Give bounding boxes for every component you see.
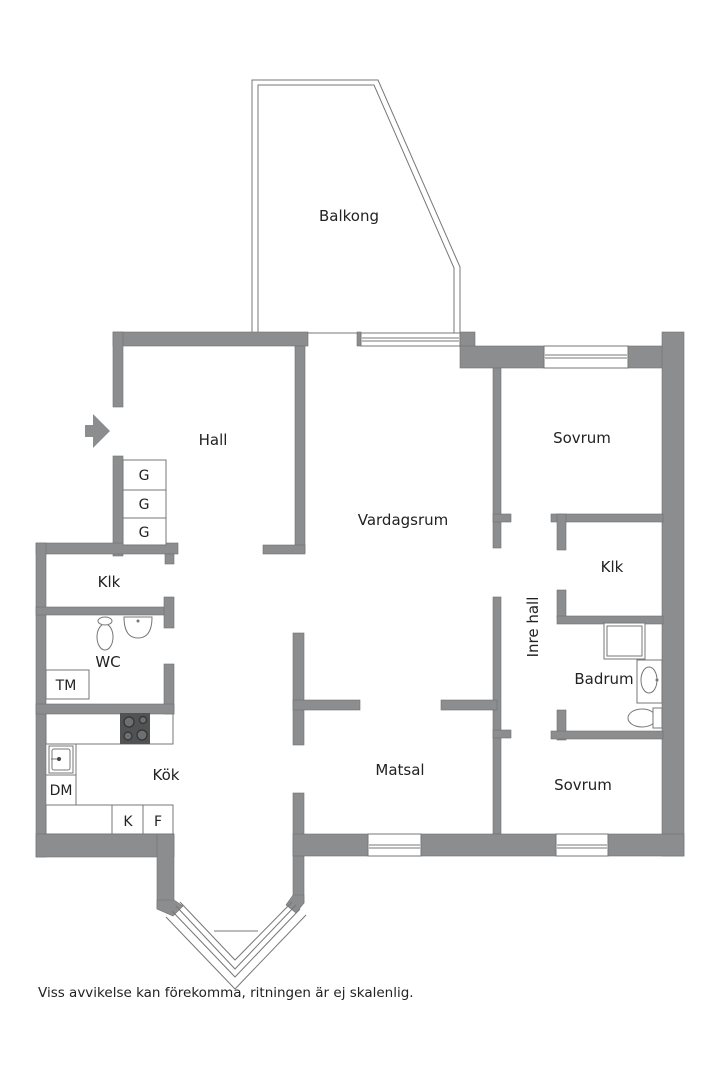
wardrobe-label: G <box>139 497 150 513</box>
room-klk-1: Klk <box>98 573 121 591</box>
shower-icon <box>603 622 646 660</box>
room-klk-2: Klk <box>601 558 624 576</box>
washing-machine <box>45 669 90 700</box>
room-matsal: Matsal <box>375 761 424 779</box>
fixture-labels: G G G TM DM K F <box>50 468 162 830</box>
wardrobe-label: G <box>139 525 150 541</box>
dishwasher-label: DM <box>50 783 73 799</box>
room-kok: Kök <box>153 766 180 784</box>
bathroom-sink-icon <box>636 659 663 704</box>
sink-icon <box>123 616 153 639</box>
room-sovrum-2: Sovrum <box>554 776 612 794</box>
bay-window <box>165 901 307 990</box>
fridge-label: K <box>123 814 133 830</box>
room-hall: Hall <box>199 431 228 449</box>
wardrobes <box>122 459 167 546</box>
room-wc: WC <box>95 653 120 671</box>
kitchen-counters <box>45 714 174 835</box>
toilet-icon <box>96 616 114 651</box>
disclaimer-text: Viss avvikelse kan förekomma, ritningen … <box>38 985 414 1001</box>
room-sovrum-1: Sovrum <box>553 429 611 447</box>
laundry-label: TM <box>55 678 77 694</box>
arrow-right-icon <box>85 414 110 448</box>
room-inre-hall: Inre hall <box>524 597 542 658</box>
room-labels: Balkong Hall Vardagsrum Sovrum Klk Klk W… <box>95 207 633 794</box>
wardrobe-label: G <box>139 468 150 484</box>
room-vardagsrum: Vardagsrum <box>358 511 449 529</box>
stove-icon <box>120 713 150 744</box>
room-balkong: Balkong <box>319 207 379 225</box>
kitchen-sink-icon <box>48 745 74 774</box>
freezer-label: F <box>154 814 162 830</box>
room-badrum: Badrum <box>574 670 633 688</box>
windows <box>360 332 629 857</box>
bathroom-toilet-icon <box>627 707 663 729</box>
